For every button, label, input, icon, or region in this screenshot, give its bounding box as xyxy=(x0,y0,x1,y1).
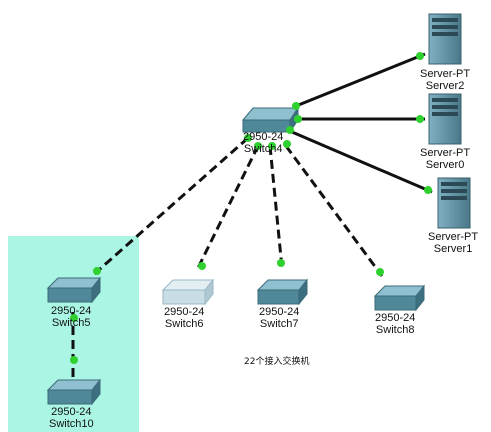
port-light xyxy=(70,356,78,364)
port-light xyxy=(283,140,291,148)
annotation-note: 22个接入交换机 xyxy=(244,357,310,367)
server2-label: Server-PT Server2 xyxy=(420,68,470,92)
port-light xyxy=(294,115,302,123)
switch-icon xyxy=(46,378,102,406)
switch-icon xyxy=(161,278,215,306)
port-light xyxy=(416,52,424,60)
switch7-name: Switch7 xyxy=(259,318,299,330)
switch5-model: 2950-24 xyxy=(51,305,92,317)
link-switch4-switch8[interactable] xyxy=(284,145,384,277)
link-switch4-switch7[interactable] xyxy=(268,145,284,269)
switch-icon xyxy=(46,276,102,304)
link-switch4-server2[interactable] xyxy=(295,52,426,108)
switch6-label: 2950-24 Switch6 xyxy=(164,306,204,330)
switch8-label: 2950-24 Switch8 xyxy=(375,312,415,336)
server0-name: Server0 xyxy=(425,159,465,171)
switch4-name: Switch4 xyxy=(243,143,283,155)
port-lights xyxy=(70,52,432,364)
switch8-device[interactable] xyxy=(373,284,426,312)
server-icon xyxy=(428,13,462,65)
server-icon xyxy=(437,177,471,229)
server1-device[interactable] xyxy=(437,177,471,229)
port-light xyxy=(424,186,432,194)
server0-label: Server-PT Server0 xyxy=(420,147,470,171)
switch4-label: 2950-24 Switch4 xyxy=(243,131,283,155)
switch10-label: 2950-24 Switch10 xyxy=(49,406,94,430)
link-switch4-switch6[interactable] xyxy=(196,145,260,269)
switch8-name: Switch8 xyxy=(375,324,415,336)
port-light xyxy=(244,134,252,142)
server0-device[interactable] xyxy=(428,93,462,145)
link-switch4-server1[interactable] xyxy=(291,130,433,194)
server1-model: Server-PT xyxy=(428,231,479,243)
switch-icon xyxy=(241,106,299,134)
port-light xyxy=(376,268,384,276)
switch6-model: 2950-24 xyxy=(164,306,205,318)
port-light xyxy=(198,262,206,270)
server1-name: Server1 xyxy=(433,243,473,255)
port-light xyxy=(268,142,276,150)
port-light xyxy=(277,259,285,267)
switch10-device[interactable] xyxy=(46,378,102,406)
server1-label: Server-PT Server1 xyxy=(428,231,478,255)
server2-model: Server-PT xyxy=(420,68,471,80)
server-icon xyxy=(428,93,462,145)
switch-icon xyxy=(373,284,426,312)
port-light xyxy=(416,115,424,123)
switch6-device[interactable] xyxy=(161,278,215,306)
switch6-name: Switch6 xyxy=(164,318,204,330)
port-light xyxy=(254,142,262,150)
port-light xyxy=(70,314,78,322)
switch7-device[interactable] xyxy=(256,278,309,306)
switch4-device[interactable] xyxy=(241,106,299,134)
switch4-model: 2950-24 xyxy=(243,131,284,143)
links xyxy=(71,52,433,380)
switch7-model: 2950-24 xyxy=(259,306,300,318)
switch10-name: Switch10 xyxy=(49,418,94,430)
server0-model: Server-PT xyxy=(420,147,471,159)
switch8-model: 2950-24 xyxy=(375,312,416,324)
switch7-label: 2950-24 Switch7 xyxy=(259,306,299,330)
port-light xyxy=(286,126,294,134)
switch5-label: 2950-24 Switch5 xyxy=(51,305,91,329)
switch10-model: 2950-24 xyxy=(51,406,92,418)
switch5-device[interactable] xyxy=(46,276,102,304)
port-light xyxy=(292,102,300,110)
port-light xyxy=(93,267,101,275)
server2-device[interactable] xyxy=(428,13,462,65)
link-switch4-switch5[interactable] xyxy=(91,136,249,278)
switch-icon xyxy=(256,278,309,306)
server2-name: Server2 xyxy=(425,80,465,92)
switch5-name: Switch5 xyxy=(51,317,91,329)
